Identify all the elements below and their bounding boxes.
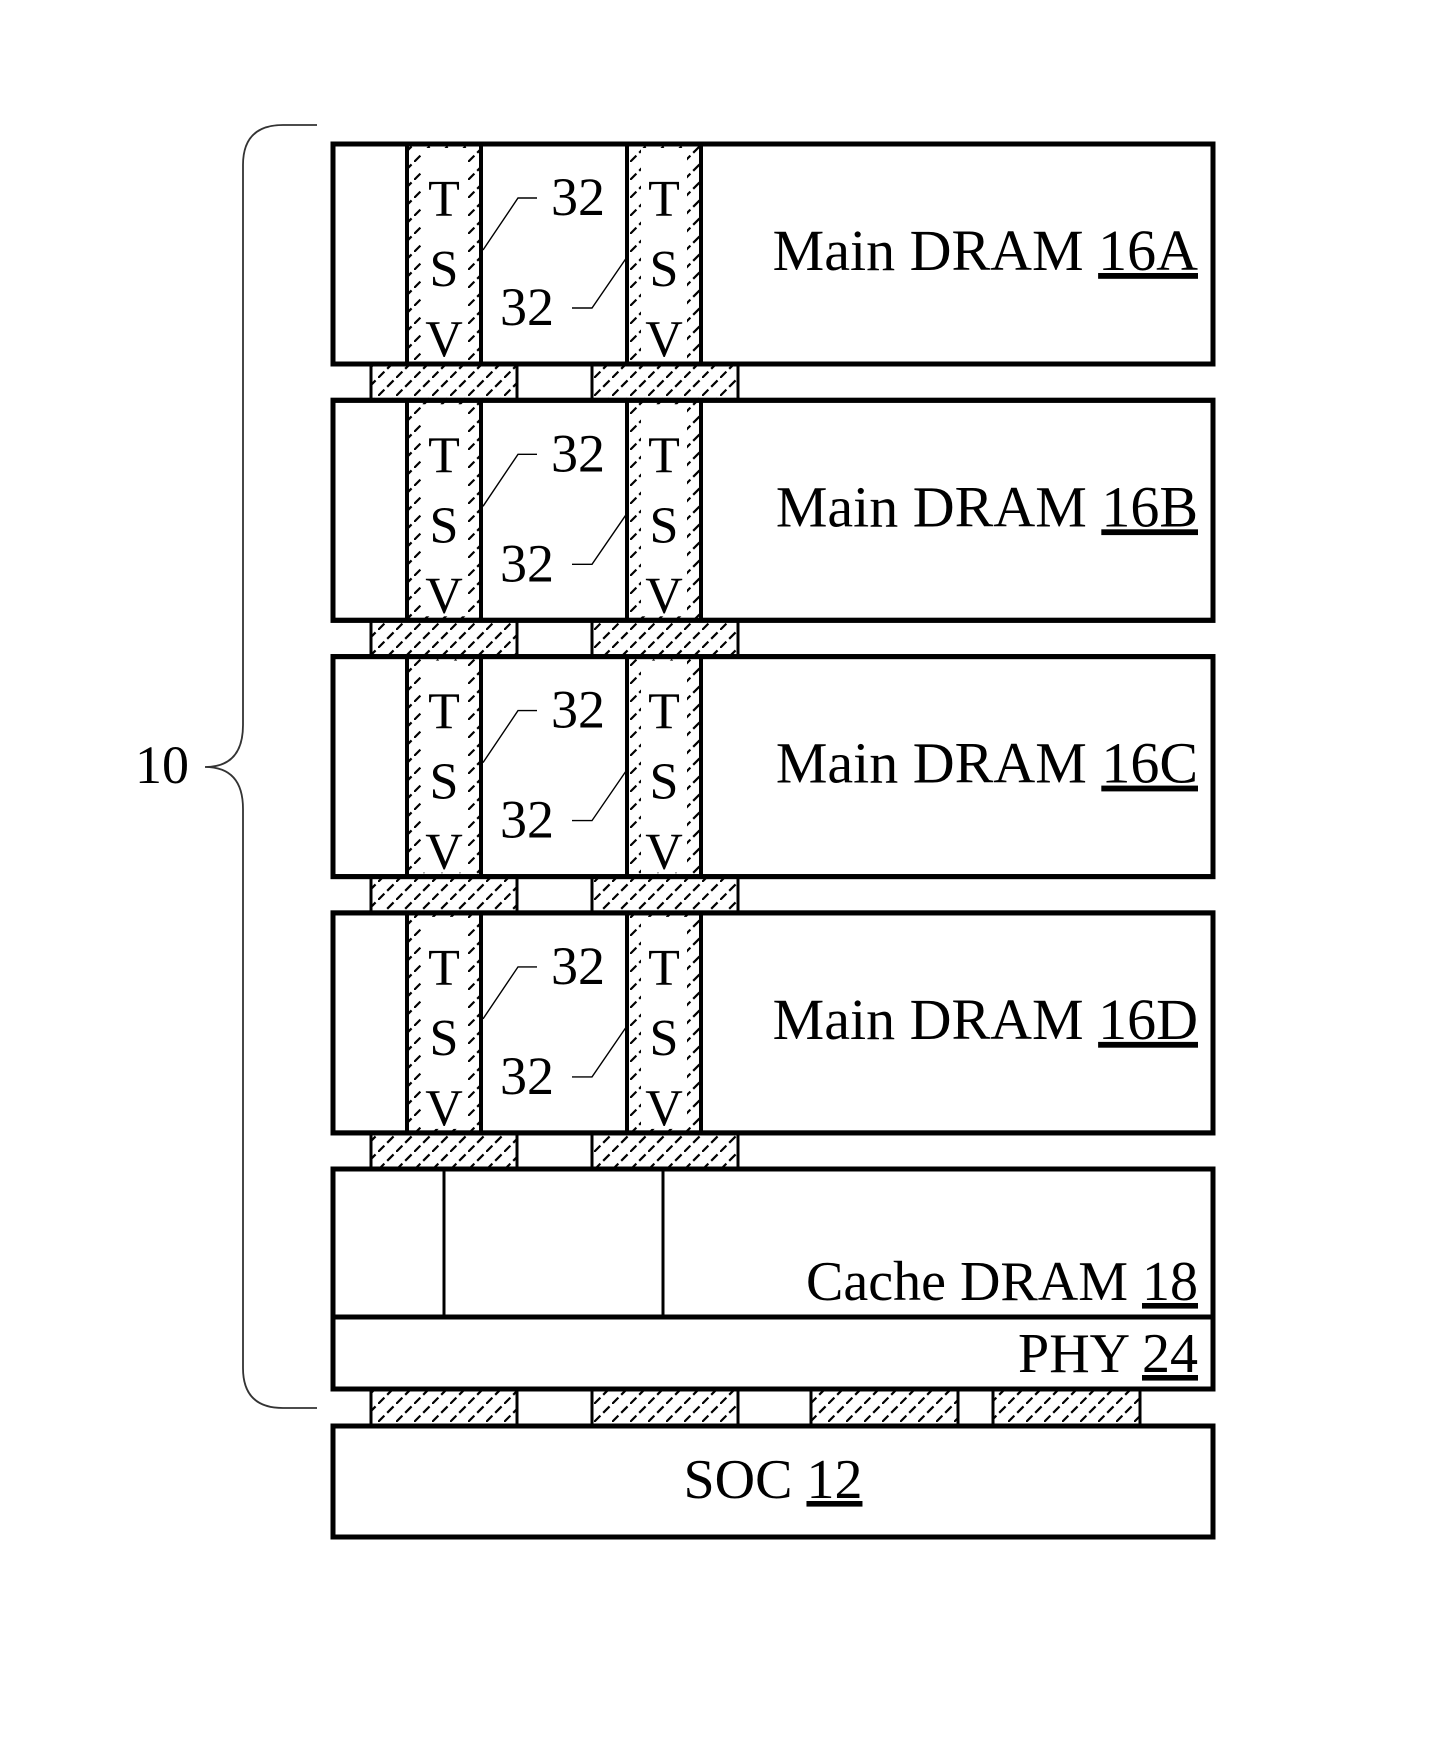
tsv-letter: V (645, 824, 683, 881)
leader-line (482, 453, 537, 507)
solder-bump (590, 1131, 740, 1171)
brace-icon (204, 124, 317, 1409)
tsv-letter: T (648, 427, 680, 484)
tsv: TSV (405, 656, 483, 881)
main-dram-ref: 16D (1098, 987, 1198, 1052)
solder-bump (590, 362, 740, 402)
main-dram-name: Main DRAM (773, 218, 1084, 283)
solder-bump (590, 1387, 740, 1428)
tsv-ref-label: 32 (500, 1046, 554, 1106)
tsv: TSV (625, 656, 703, 881)
tsv-letter: S (430, 241, 459, 298)
tsv-ref-label: 32 (551, 680, 605, 740)
main-dram-ref: 16C (1101, 731, 1198, 796)
assembly-ref-label: 10 (135, 735, 189, 795)
leader-line (482, 709, 537, 763)
solder-bump (369, 362, 519, 402)
tsv-letter: T (428, 171, 460, 228)
main-dram-name: Main DRAM (776, 731, 1087, 796)
tsv: TSV (625, 400, 703, 624)
main-dram-ref: 16B (1101, 474, 1198, 539)
main-dram-label: Main DRAM 16C (776, 731, 1198, 796)
tsv-letter: T (648, 171, 680, 228)
tsv-letter: S (650, 1010, 679, 1067)
inter-die-bump-row (369, 875, 740, 915)
solder-bump (590, 618, 740, 659)
main-dram-label: Main DRAM 16A (773, 218, 1198, 283)
leader-line (482, 197, 537, 251)
tsv-letter: T (648, 684, 680, 741)
tsv-letter: V (425, 567, 463, 624)
tsv-ref-label: 32 (551, 167, 605, 227)
solder-bump (369, 875, 519, 915)
soc-die: SOC 12 (330, 1423, 1216, 1540)
tsv-letter: T (428, 427, 460, 484)
tsv-letter: V (645, 311, 683, 368)
tsv-letter: V (645, 567, 683, 624)
soc-label: SOC 12 (684, 1449, 863, 1511)
inter-die-bump-row (369, 362, 740, 402)
main-dram-name: Main DRAM (773, 987, 1084, 1052)
main-dram-name: Main DRAM (776, 474, 1087, 539)
tsv-ref-label: 32 (551, 936, 605, 996)
main-dram-label: Main DRAM 16B (776, 474, 1198, 539)
inter-die-bump-row (369, 1131, 740, 1171)
cache-dram-name: Cache DRAM (806, 1251, 1128, 1313)
tsv-letter: S (430, 1010, 459, 1067)
tsv-ref-label: 32 (500, 277, 554, 337)
phy-name: PHY (1018, 1323, 1130, 1385)
solder-bump (369, 618, 519, 659)
solder-bump (369, 1131, 519, 1171)
main-dram-label: Main DRAM 16D (773, 987, 1198, 1052)
tsv-letter: V (425, 1080, 463, 1137)
tsv-letter: S (650, 497, 679, 554)
solder-bump (369, 1387, 519, 1428)
solder-bump (809, 1387, 960, 1428)
leader-line (572, 769, 628, 822)
assembly-brace: 10 (135, 124, 317, 1409)
tsv: TSV (405, 144, 483, 368)
tsv-letter: S (430, 754, 459, 811)
leader-line (572, 1025, 628, 1078)
tsv-letter: S (650, 241, 679, 298)
tsv-ref-label: 32 (500, 790, 554, 850)
tsv-letter: V (425, 824, 463, 881)
tsv-letter: T (428, 684, 460, 741)
leader-line (572, 512, 628, 565)
leader-line (482, 966, 537, 1020)
solder-bump (991, 1387, 1142, 1428)
bottom-bump-row (369, 1387, 1142, 1428)
soc-ref: 12 (806, 1449, 862, 1511)
tsv-letter: S (650, 754, 679, 811)
tsv: TSV (625, 144, 703, 368)
tsv-letter: V (425, 311, 463, 368)
tsv-letter: T (648, 940, 680, 997)
tsv-letter: S (430, 497, 459, 554)
tsv-letter: T (428, 940, 460, 997)
tsv-letter: V (645, 1080, 683, 1137)
soc-name: SOC (684, 1449, 793, 1511)
tsv: TSV (405, 400, 483, 624)
inter-die-bump-row (369, 618, 740, 659)
leader-line (572, 256, 628, 309)
tsv-ref-label: 32 (551, 423, 605, 483)
phy-label: PHY 24 (1018, 1323, 1198, 1385)
main-dram-ref: 16A (1098, 218, 1198, 283)
cache-dram-ref: 18 (1142, 1251, 1198, 1313)
cache-dram-die: Cache DRAM 18 PHY 24 (330, 1166, 1216, 1392)
tsv-ref-label: 32 (500, 533, 554, 593)
solder-bump (590, 875, 740, 915)
cache-dram-label: Cache DRAM 18 (806, 1251, 1198, 1313)
tsv: TSV (625, 912, 703, 1137)
tsv: TSV (405, 912, 483, 1137)
phy-ref: 24 (1142, 1323, 1198, 1385)
